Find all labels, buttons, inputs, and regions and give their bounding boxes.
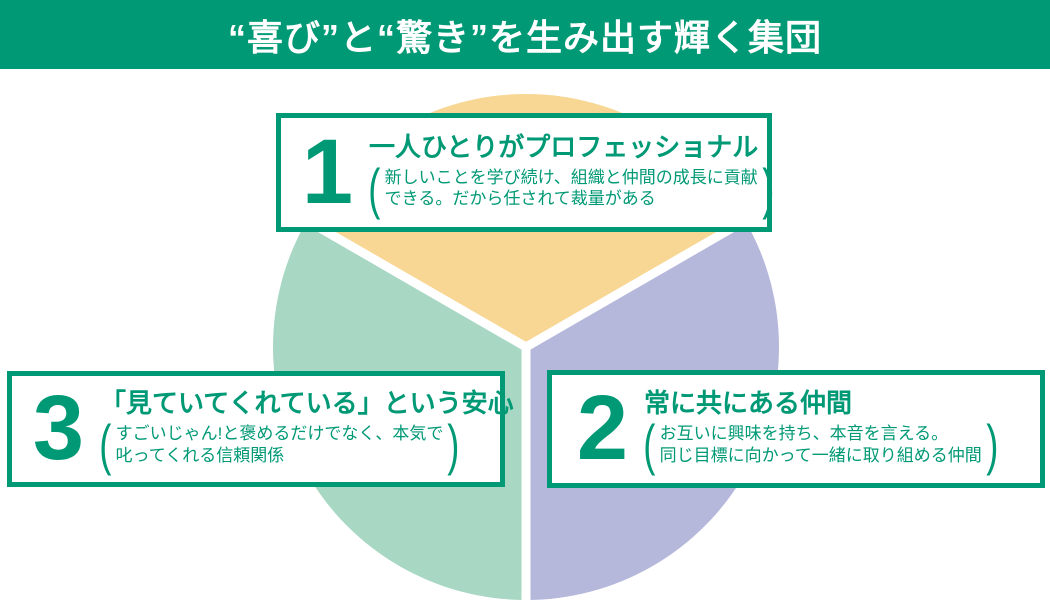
item-description-lines: すごいじゃん!と褒めるだけでなく、本気で 叱ってくれる信頼関係	[116, 423, 444, 467]
item-content: 一人ひとりがプロフェッショナル ( 新しいことを学び続け、組織と仲間の成長に貢献…	[365, 131, 777, 220]
item-description-lines: お互いに興味を持ち、本音を言える。 同じ目標に向かって一緒に取り組める仲間	[660, 423, 982, 467]
divider-upper-right	[523, 212, 755, 351]
item-number: 2	[576, 377, 628, 480]
item-description: ( すごいじゃん!と褒めるだけでなく、本気で 叱ってくれる信頼関係 )	[96, 413, 514, 477]
header-banner: “喜び”と“驚き”を生み出す輝く集団	[0, 0, 1050, 69]
item-number: 1	[301, 120, 353, 223]
item-content: 「見ていてくれている」という安心 ( すごいじゃん!と褒めるだけでなく、本気で …	[96, 388, 514, 477]
info-box-2-companions: 2 常に共にある仲間 ( お互いに興味を持ち、本音を言える。 同じ目標に向かって…	[547, 370, 1045, 488]
paren-open: (	[368, 156, 381, 220]
paren-close: )	[986, 413, 999, 477]
item-number: 3	[32, 377, 84, 480]
item-description: ( 新しいことを学び続け、組織と仲間の成長に貢献 できる。だから任されて裁量があ…	[365, 156, 777, 220]
item-description-line-2: 同じ目標に向かって一緒に取り組める仲間	[659, 445, 982, 465]
item-description-line-2: 叱ってくれる信頼関係	[115, 445, 285, 465]
item-description-line-1: すごいじゃん!と褒めるだけでなく、本気で	[115, 424, 444, 444]
info-box-1-professional: 1 一人ひとりがプロフェッショナル ( 新しいことを学び続け、組織と仲間の成長に…	[276, 113, 774, 232]
item-description-lines: 新しいことを学び続け、組織と仲間の成長に貢献 できる。だから任されて裁量がある	[385, 167, 758, 211]
paren-open: (	[99, 413, 112, 477]
item-description-line-1: お互いに興味を持ち、本音を言える。	[659, 424, 949, 444]
item-title: 一人ひとりがプロフェッショナル	[369, 131, 759, 162]
item-title: 「見ていてくれている」という安心	[100, 388, 514, 419]
item-description-line-1: 新しいことを学び続け、組織と仲間の成長に貢献	[384, 167, 758, 187]
item-content: 常に共にある仲間 ( お互いに興味を持ち、本音を言える。 同じ目標に向かって一緒…	[640, 388, 1001, 477]
wedge-dividers	[297, 212, 755, 605]
paren-close: )	[447, 413, 460, 477]
paren-close: )	[762, 156, 775, 220]
divider-upper-left	[297, 212, 529, 351]
paren-open: (	[643, 413, 656, 477]
item-title: 常に共にある仲間	[644, 388, 853, 419]
item-description: ( お互いに興味を持ち、本音を言える。 同じ目標に向かって一緒に取り組める仲間 …	[640, 413, 1001, 477]
item-description-line-2: できる。だから任されて裁量がある	[384, 189, 656, 209]
header-title: “喜び”と“驚き”を生み出す輝く集団	[227, 16, 822, 58]
info-box-3-trust: 3 「見ていてくれている」という安心 ( すごいじゃん!と褒めるだけでなく、本気…	[7, 371, 514, 487]
